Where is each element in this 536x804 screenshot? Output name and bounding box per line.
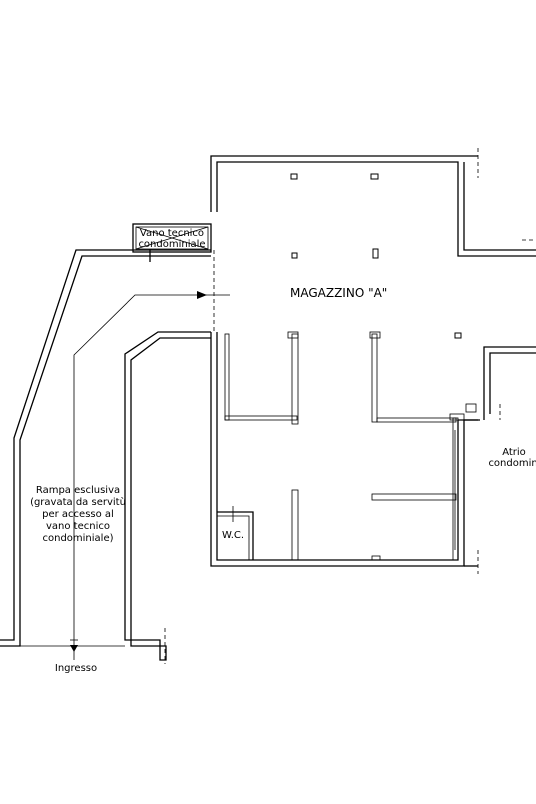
tech-room-label-line1: Vano tecnico [140, 228, 204, 239]
atrium-label-line2: condominiale [488, 458, 536, 469]
ramp-walls [0, 249, 211, 661]
entrance-label: Ingresso [55, 663, 97, 674]
ramp-label-line3: per accesso al [42, 509, 114, 520]
wc-label: W.C. [222, 530, 244, 541]
ramp-label-line5: condominiale) [42, 533, 113, 544]
columns [290, 173, 462, 339]
tech-room [132, 223, 212, 262]
room-main-label: MAGAZZINO "A" [290, 286, 387, 300]
ramp-label-line2: (gravata da servitù [30, 496, 126, 508]
ramp-axis [70, 250, 230, 660]
wc-room [217, 506, 254, 560]
ramp-label-line4: vano tecnico [46, 521, 110, 532]
tech-room-label-line2: condominiale [138, 239, 205, 250]
cut-lines [164, 148, 536, 664]
main-outer-walls [210, 155, 536, 567]
atrium-label-line1: Atrio [502, 447, 526, 458]
interior-partitions [224, 331, 477, 561]
ramp-label: Rampa esclusiva (gravata da servitù per … [30, 485, 126, 544]
ramp-label-line1: Rampa esclusiva [36, 485, 120, 496]
